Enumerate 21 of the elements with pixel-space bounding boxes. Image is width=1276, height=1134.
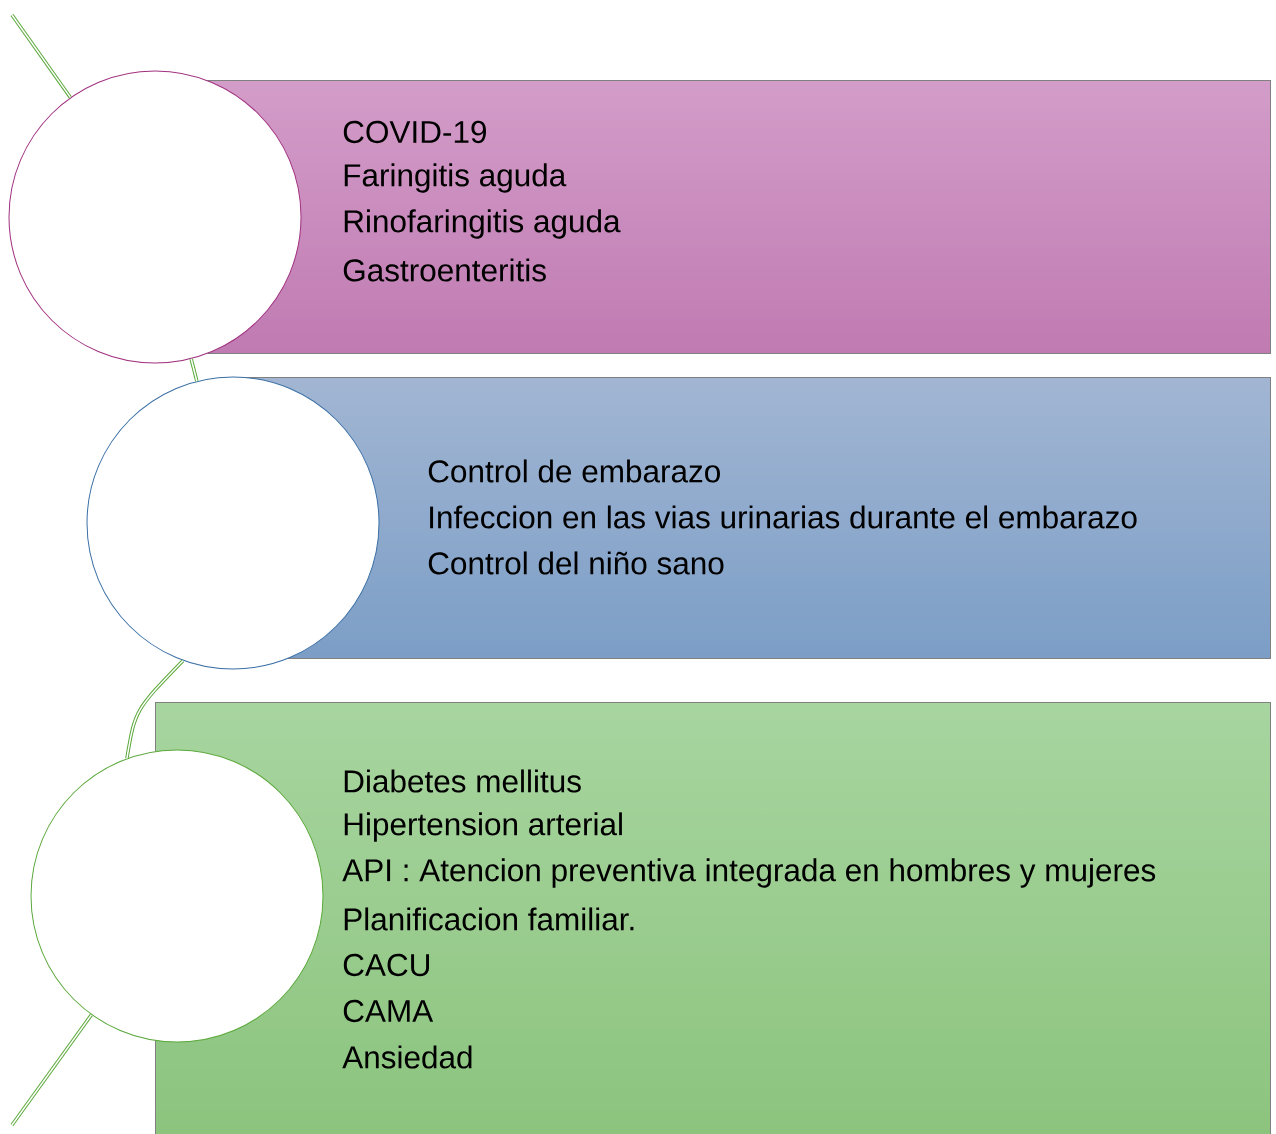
list-item: Infeccion en las vias urinarias durante el embarazo [430,505,1137,529]
list-item: Control del niño sano [428,551,724,575]
connector-line [125,659,185,760]
list-item: CACU [343,953,429,977]
list-item: Hipertension arterial [344,812,622,842]
list-item: API : Atencion preventiva integrada en hombres y mujeres [342,858,1156,888]
list-item: Rinofaringitis aguda [344,209,621,239]
list-item: CAMA [343,999,434,1023]
list-item: Diabetes mellitus [344,769,581,793]
connector-line [189,358,199,382]
circle [86,376,380,670]
list-item: Ansiedad [342,1045,472,1069]
list-item: Planificacion familiar. [344,907,634,931]
circle [8,70,302,364]
list-item: COVID-19 [343,120,486,144]
list-item: Gastroenteritis [343,258,546,282]
list-item: Control de embarazo [428,459,720,483]
circle [30,749,324,1043]
list-item: Faringitis aguda [344,163,567,193]
connector-line [10,1013,93,1127]
connector-line [10,14,72,99]
